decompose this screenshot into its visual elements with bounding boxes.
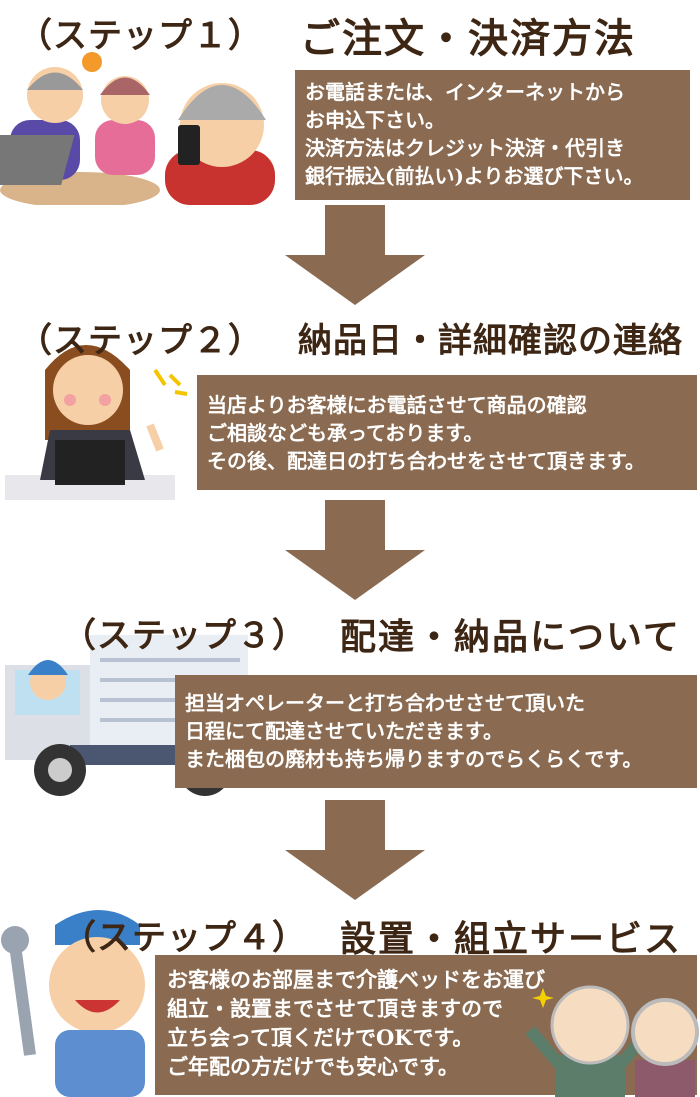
step-4-line: 立ち会って頂くだけでOKです。 (167, 1025, 474, 1050)
step-2-line: 当店よりお客様にお電話させて商品の確認 (207, 393, 587, 417)
worker-with-wrench-illustration (1, 910, 145, 1097)
step-3-label: （ステップ３） (62, 616, 307, 656)
step-1-line: お申込下さい。 (305, 108, 445, 132)
step-2-description-box: 当店よりお客様にお電話させて商品の確認 ご相談なども承っております。 その後、配… (197, 375, 697, 490)
step-4-heading: 設置・組立サービス (340, 918, 683, 960)
down-arrow-icon (285, 500, 425, 600)
step-4-line: お客様のお部屋まで介護ベッドをお運び (167, 967, 545, 992)
down-arrow-icon (285, 800, 425, 900)
step-1-description-box: お電話または、インターネットから お申込下さい。 決済方法はクレジット決済・代引… (295, 70, 690, 200)
step-3-line: 担当オペレーターと打ち合わせさせて頂いた (185, 691, 585, 715)
step-1-line: 決済方法はクレジット決済・代引き (305, 136, 625, 160)
elderly-ordering-illustration (0, 52, 275, 205)
step-1-label: （ステップ１） (18, 16, 263, 56)
step-4-label: （ステップ４） (62, 918, 307, 958)
step-2-heading: 納品日・詳細確認の連絡 (298, 321, 683, 361)
down-arrow-icon (285, 205, 425, 305)
step-1-line: 銀行振込(前払い)よりお選び下さい。 (305, 164, 644, 188)
step-1-heading: ご注文・決済方法 (300, 15, 636, 62)
step-3-line: 日程にて配達させていただきます。 (185, 719, 503, 743)
step-2-line: その後、配達日の打ち合わせをさせて頂きます。 (207, 449, 645, 473)
step-1-line: お電話または、インターネットから (305, 80, 625, 104)
step-3-description-box: 担当オペレーターと打ち合わせさせて頂いた 日程にて配達させていただきます。 また… (175, 675, 697, 788)
step-4-line: ご年配の方だけでも安心です。 (167, 1054, 459, 1079)
step-2-line: ご相談なども承っております。 (207, 421, 484, 445)
step-3-line: また梱包の廃材も持ち帰りますのでらくらくです。 (185, 747, 643, 771)
step-4-line: 組立・設置までさせて頂きますので (167, 996, 503, 1021)
operator-illustration (5, 345, 188, 500)
step-3-heading: 配達・納品について (340, 616, 681, 658)
delivery-truck-illustration (5, 635, 250, 796)
step-2-label: （ステップ２） (18, 321, 263, 361)
elderly-couple-illustration (525, 985, 699, 1097)
